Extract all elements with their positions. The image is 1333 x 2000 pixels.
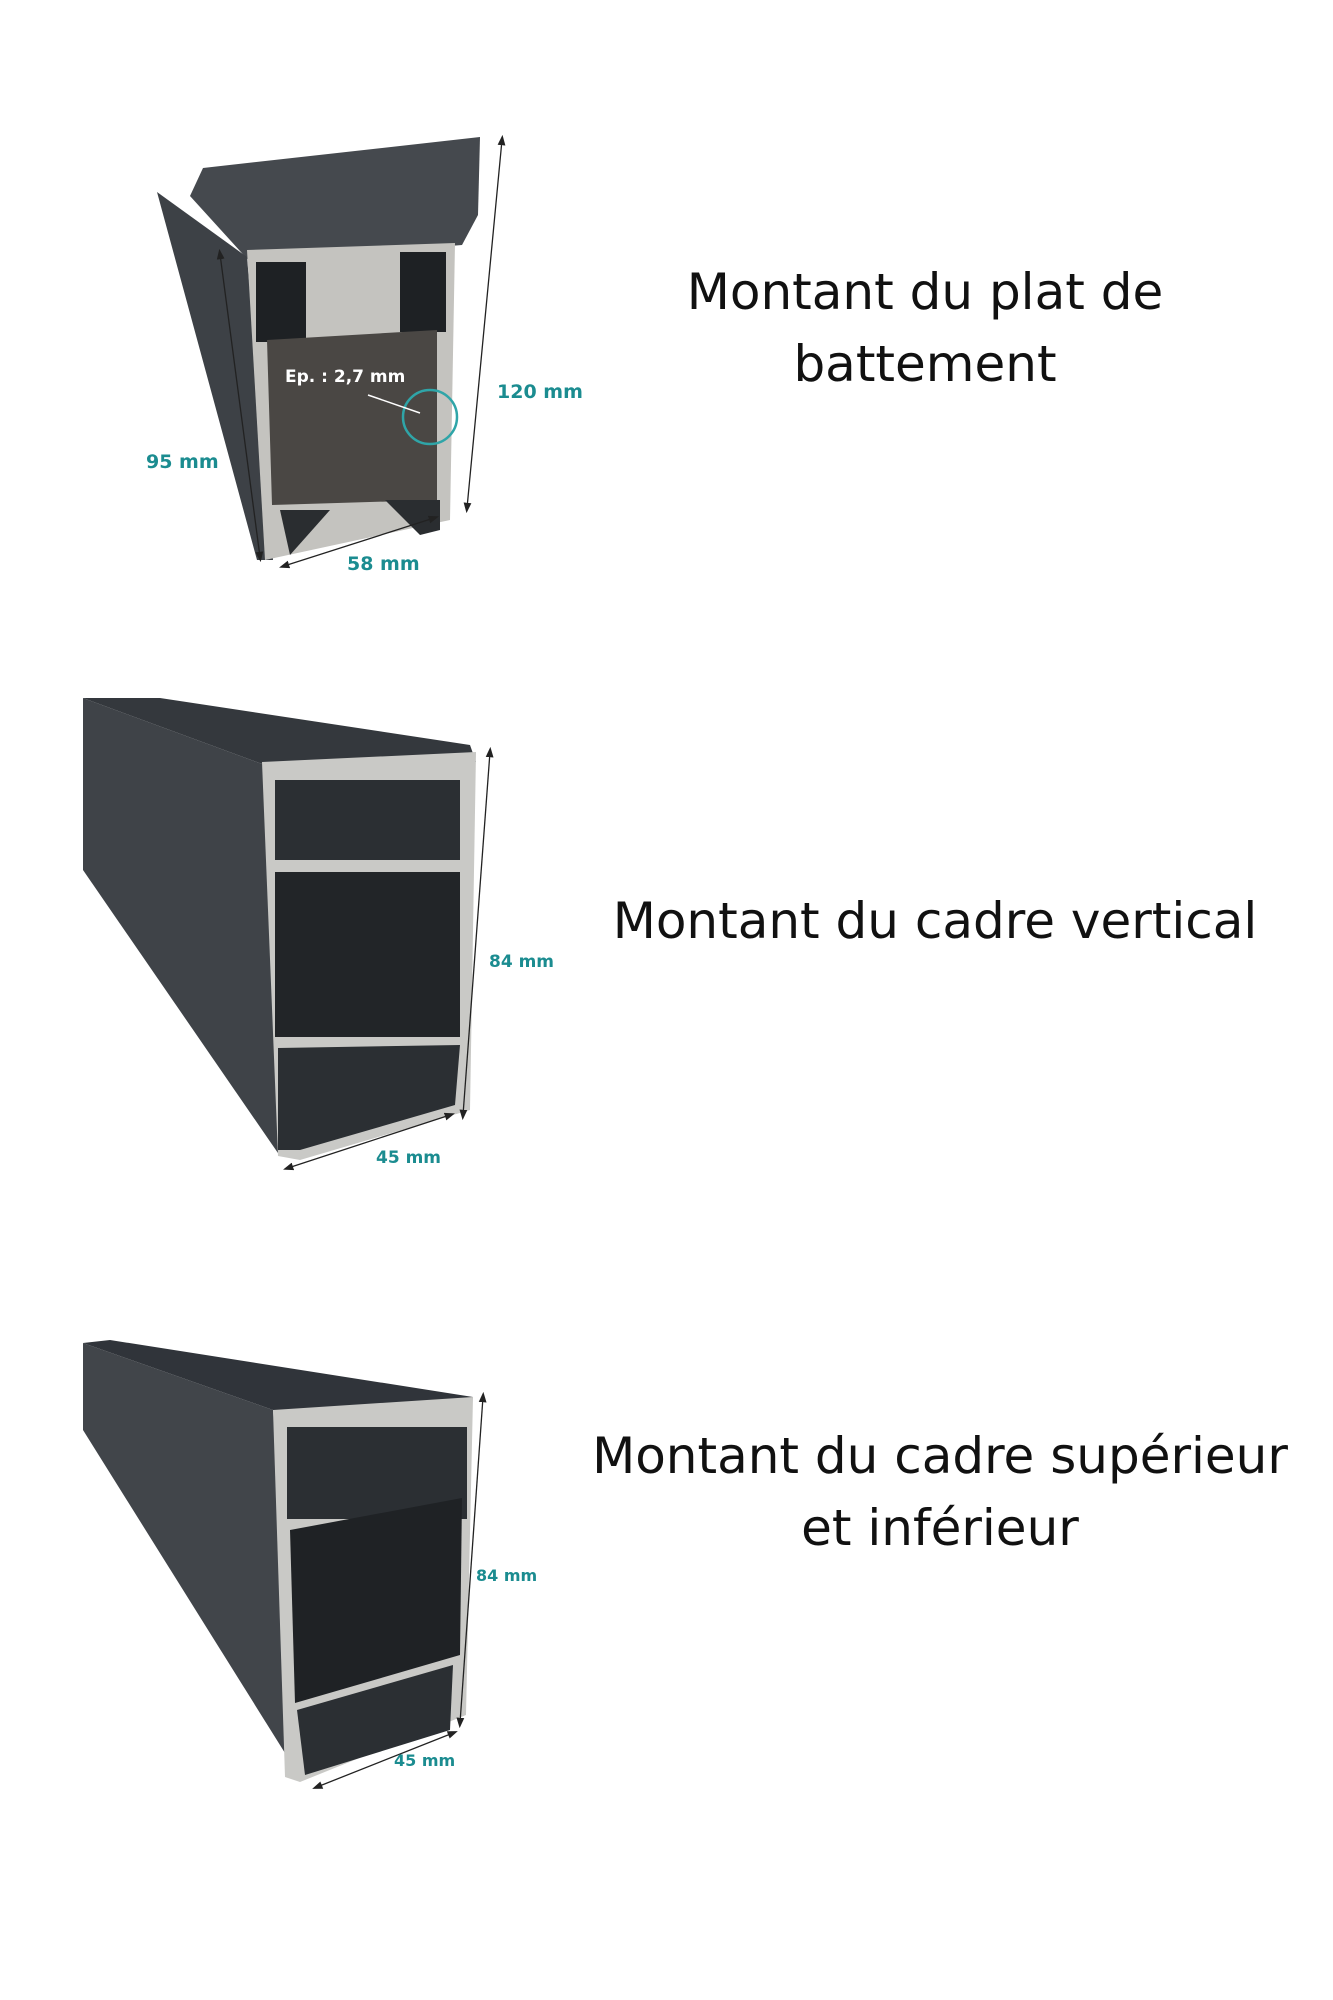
side-label: 95 mm — [146, 451, 219, 473]
width-label: 45 mm — [394, 1751, 456, 1770]
title-line-2: battement — [793, 335, 1057, 393]
title-line-2: et inférieur — [801, 1499, 1079, 1557]
profile-title: Montant du cadre vertical — [600, 885, 1270, 957]
height-label: 84 mm — [476, 1566, 538, 1585]
profile-title: Montant du plat de battement — [600, 256, 1250, 400]
title-line-1: Montant du cadre supérieur — [592, 1427, 1288, 1485]
height-label: 84 mm — [489, 952, 555, 972]
profile-title: Montant du cadre supérieur et inférieur — [590, 1420, 1290, 1564]
thickness-label: Ep. : 2,7 mm — [285, 367, 406, 387]
width-label: 45 mm — [376, 1148, 442, 1168]
width-label: 58 mm — [347, 553, 420, 575]
height-label: 120 mm — [497, 381, 583, 403]
title-line-1: Montant du cadre vertical — [612, 892, 1258, 950]
title-line-1: Montant du plat de — [686, 263, 1164, 321]
